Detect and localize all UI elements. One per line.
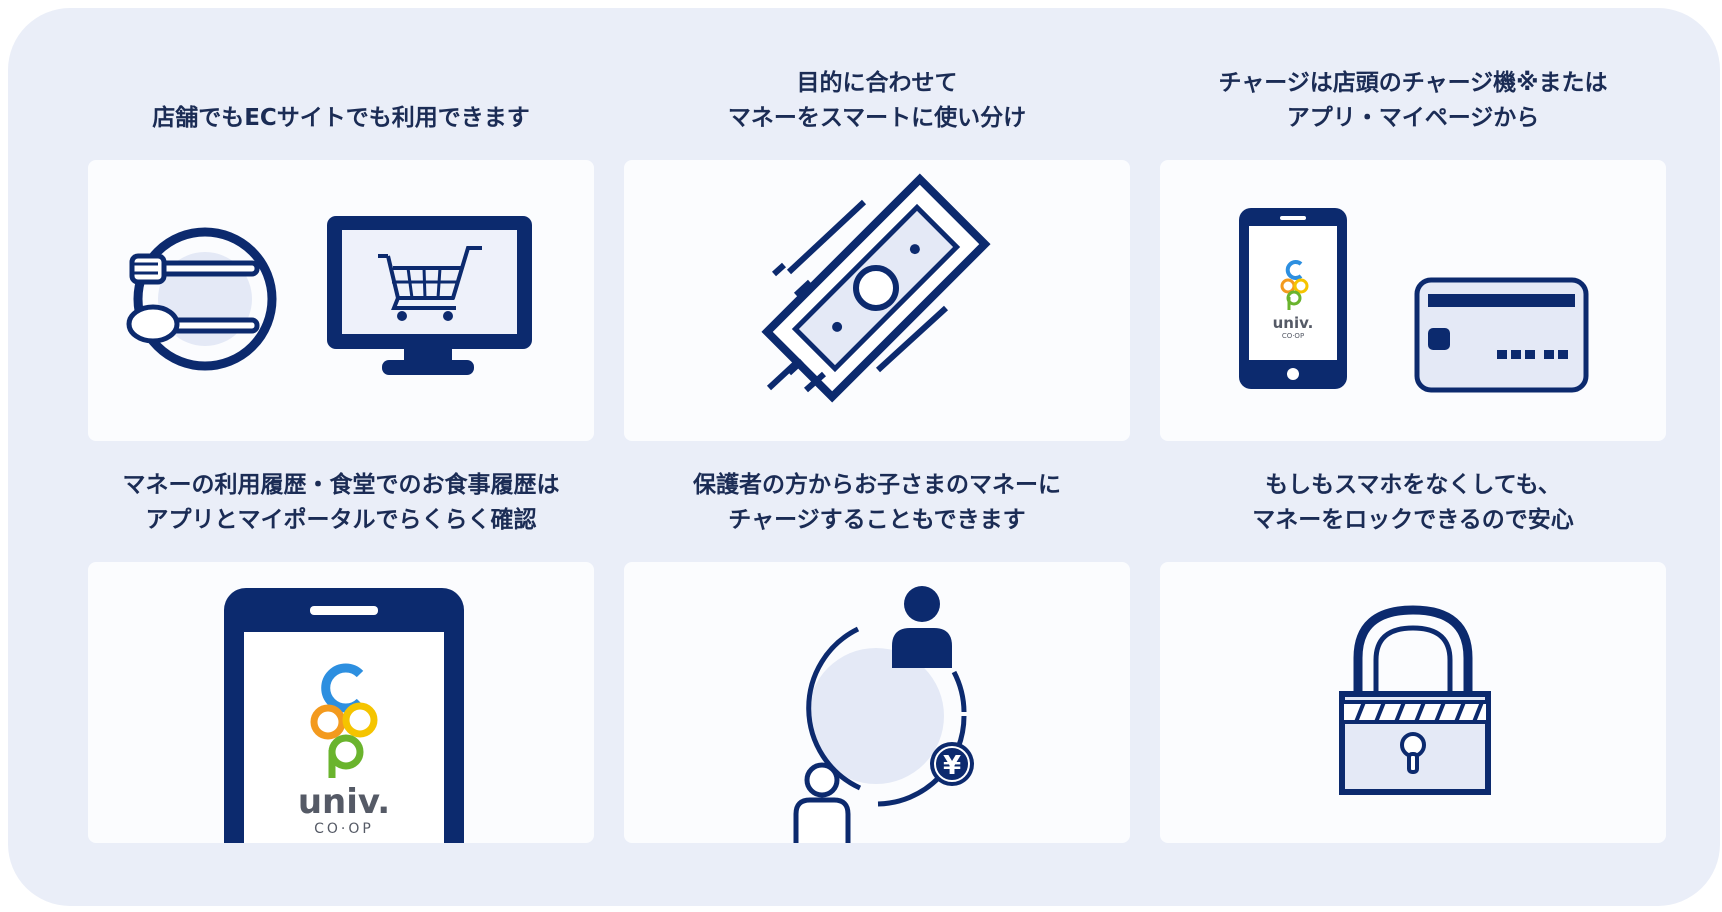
caption-line: チャージは店頭のチャージ機※または bbox=[1218, 70, 1608, 96]
caption-line: もしもスマホをなくしても、 bbox=[1265, 472, 1561, 498]
caption-line: 目的に合わせて bbox=[796, 70, 958, 96]
padlock-icon bbox=[1160, 562, 1666, 843]
logo-univ-text: univ. bbox=[1273, 314, 1314, 332]
smartphone-and-card-icon: univ. CO·OP bbox=[1160, 160, 1666, 441]
features-panel: 店舗でもECサイトでも利用できます bbox=[8, 8, 1720, 906]
feature-caption: 店舗でもECサイトでも利用できます bbox=[48, 101, 634, 136]
plate-and-shopping-cart-monitor-icon bbox=[88, 160, 594, 441]
caption-line: マネーの利用履歴・食堂でのお食事履歴は bbox=[122, 472, 560, 498]
guardian-to-child-yen-icon: ¥ bbox=[624, 562, 1130, 843]
caption-line: マネーをスマートに使い分け bbox=[727, 105, 1027, 131]
feature-caption: マネーの利用履歴・食堂でのお食事履歴は アプリとマイポータルでらくらく確認 bbox=[48, 468, 634, 538]
caption-line: アプリ・マイページから bbox=[1286, 105, 1540, 131]
feature-caption: チャージは店頭のチャージ機※または アプリ・マイページから bbox=[1120, 66, 1706, 136]
feature-caption: 保護者の方からお子さまのマネーに チャージすることもできます bbox=[584, 468, 1170, 538]
feature-caption: もしもスマホをなくしても、 マネーをロックできるので安心 bbox=[1120, 468, 1706, 538]
logo-coop-text: CO·OP bbox=[314, 821, 374, 837]
caption-line: マネーをロックできるので安心 bbox=[1252, 507, 1574, 533]
caption-line: チャージすることもできます bbox=[728, 507, 1026, 533]
caption-line: アプリとマイポータルでらくらく確認 bbox=[145, 507, 537, 533]
coop-app-phone-icon: univ. CO·OP bbox=[88, 562, 594, 843]
caption-line: 店舗でもECサイトでも利用できます bbox=[152, 105, 530, 131]
logo-univ-text: univ. bbox=[298, 782, 390, 822]
caption-line: 保護者の方からお子さまのマネーに bbox=[693, 472, 1061, 498]
logo-coop-text: CO·OP bbox=[1282, 332, 1304, 340]
yen-symbol: ¥ bbox=[943, 751, 961, 781]
feature-caption: 目的に合わせて マネーをスマートに使い分け bbox=[584, 66, 1170, 136]
flying-banknote-icon bbox=[624, 160, 1130, 441]
